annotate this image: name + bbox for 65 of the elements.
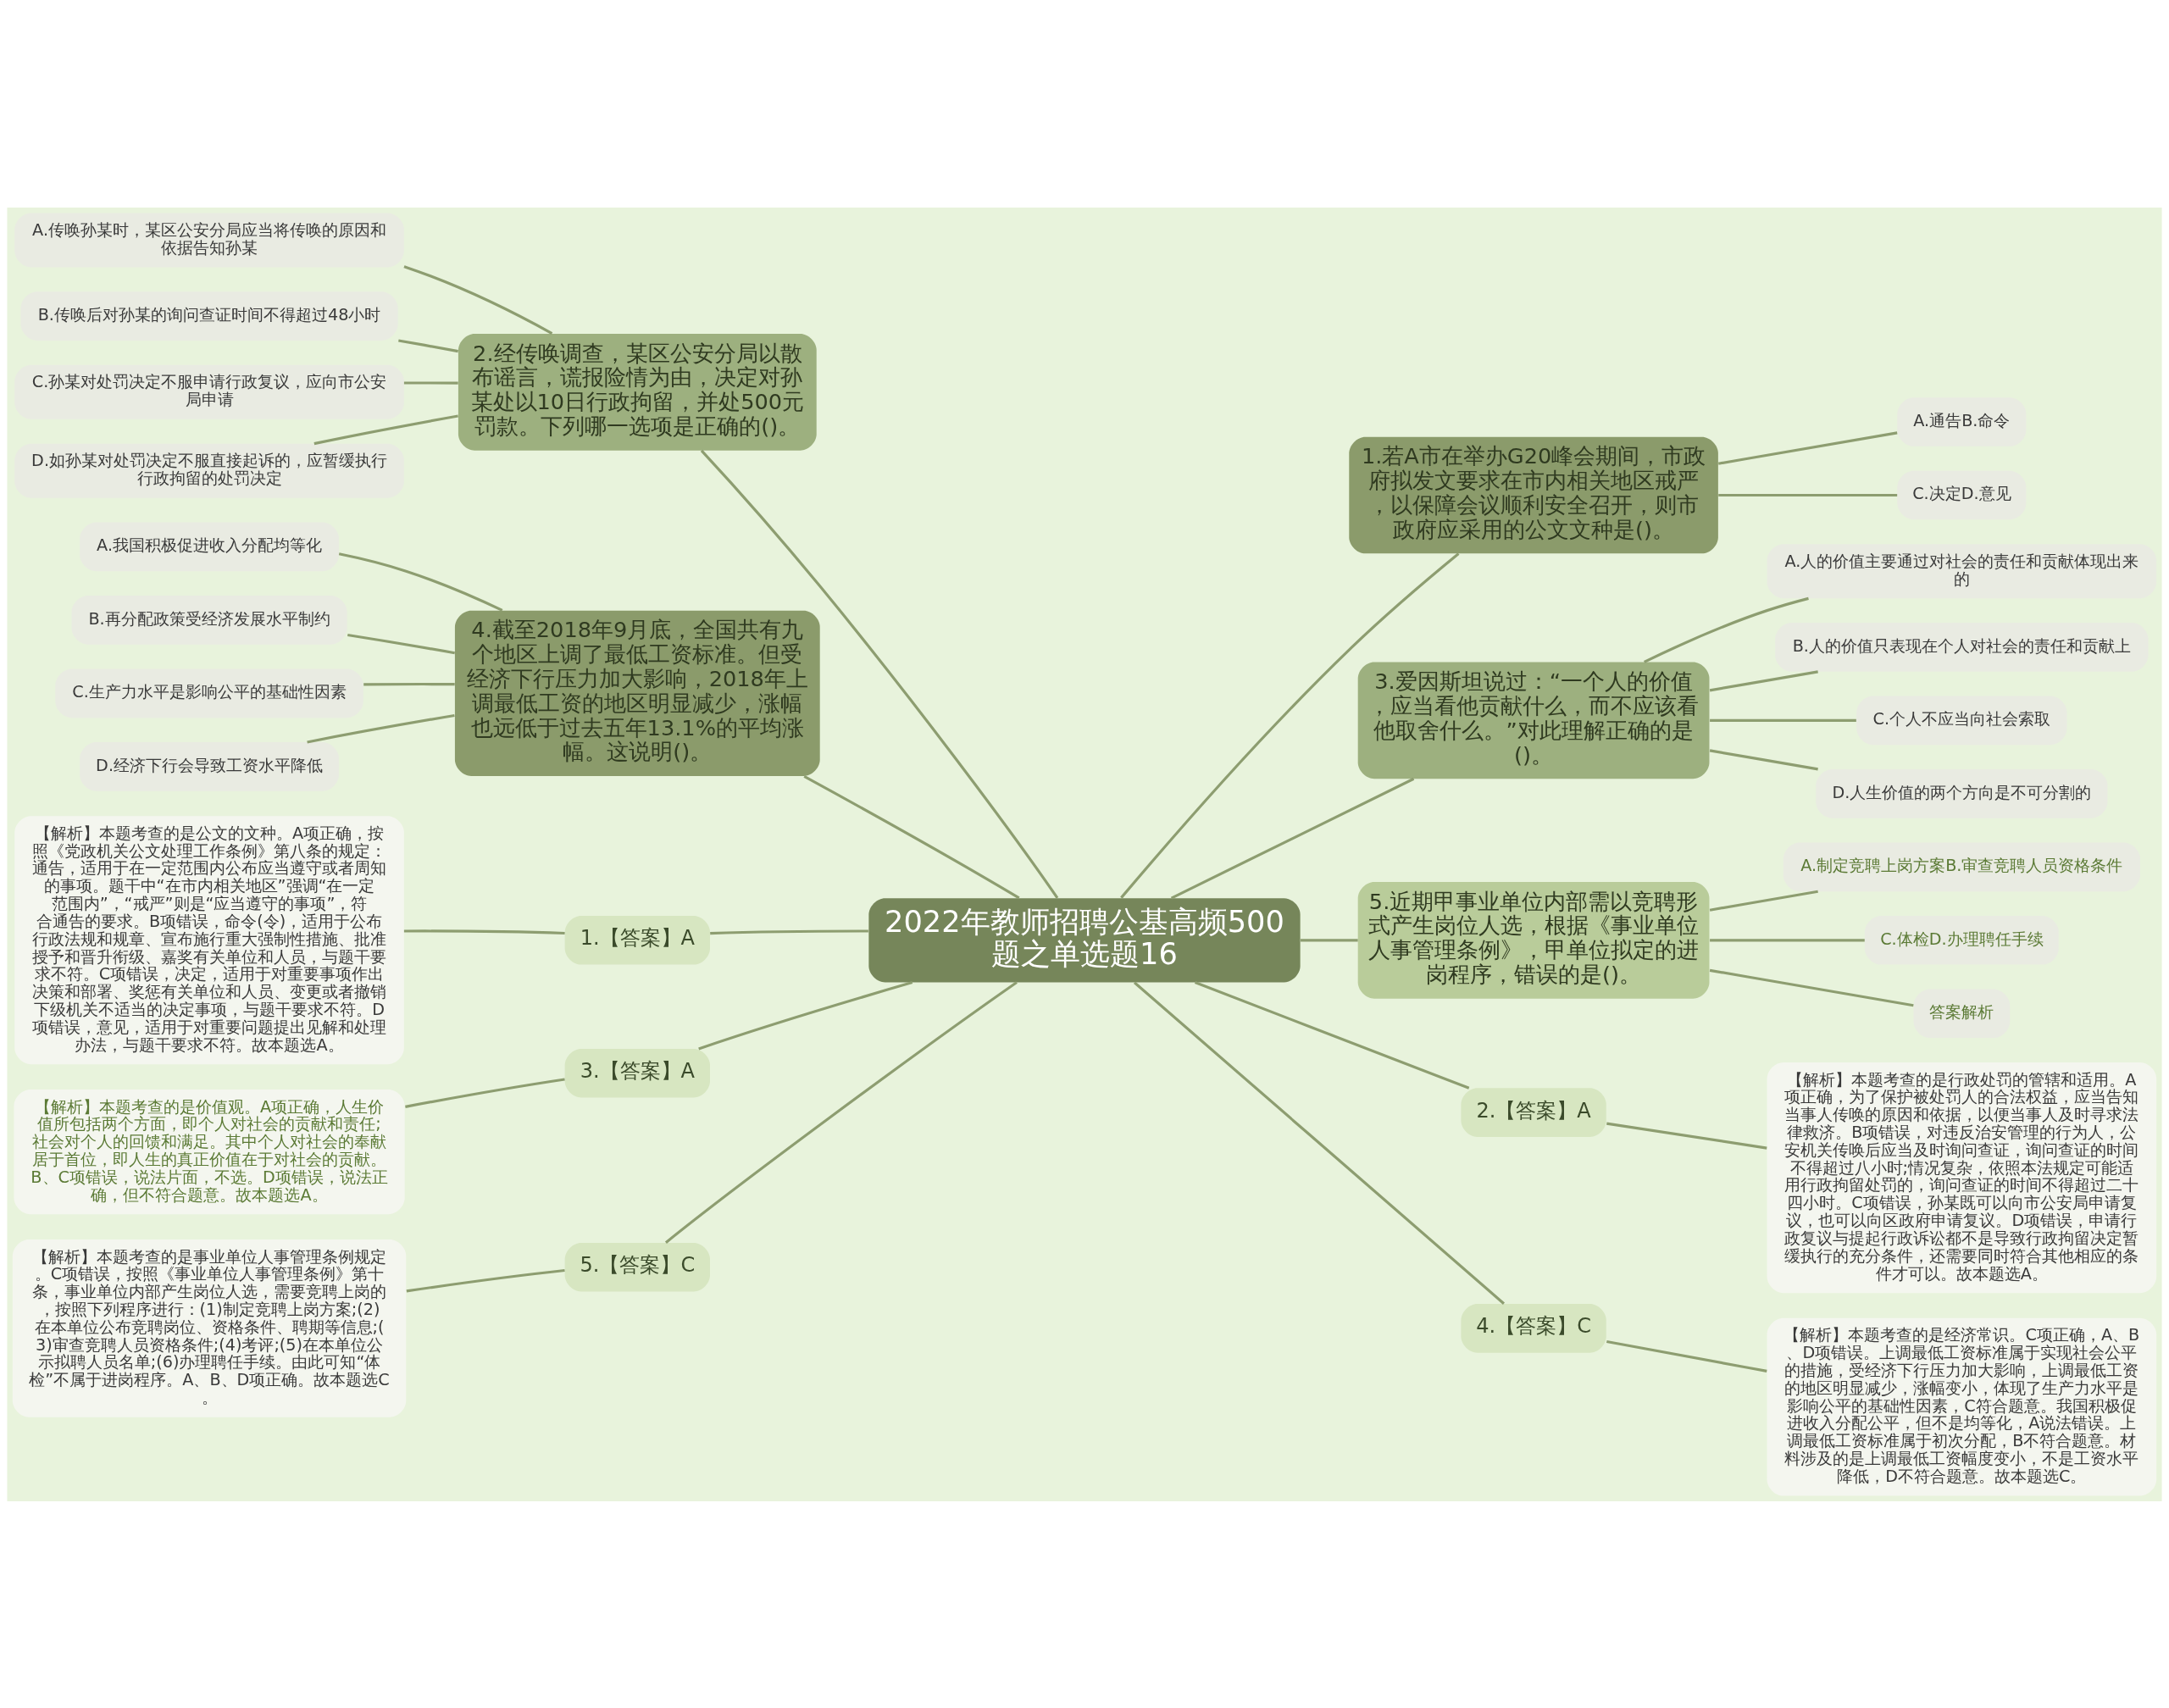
node-box: 【解析】本题考查的是价值观。A项正确，人生价值所包括两个方面，即个人对社会的贡献和责任;社会对个人的回馈和满足。其中个人对社会的奉献居于首位，即人生的真正价值在于对社会的贡献。B、C项错误，说法片面，不选。D项错误，说法正确，但不符合题意。故本题选A。 bbox=[14, 1089, 405, 1214]
connector bbox=[1710, 718, 1856, 722]
node-box: A.通告B.命令 bbox=[1897, 396, 2027, 446]
node-box: C.孙某对处罚决定不服申请行政复议，应向市公安局申请 bbox=[14, 364, 404, 419]
node-box: 【解析】本题考查的是事业单位人事管理条例规定。C项错误，按照《事业单位人事管理条例》第十条，事业单位内部产生岗位人选，需要竞聘上岗的，按照下列程序进行：(1)制定竞聘上岗方案;(2)在本单位公布竞聘岗位、资格条件、聘期等信息;(3)审查竞聘人员资格条件;(4)考评;(5)在本单位公示拟聘人员名单;(6)办理聘任手续。由此可知“体检”不属于进岗程序。A、B、D项正确。故本题选C。 bbox=[12, 1239, 407, 1417]
node-box: 5.【答案】C bbox=[564, 1242, 710, 1292]
node-box: A.制定竞聘上岗方案B.审查竞聘人员资格条件 bbox=[1783, 842, 2140, 891]
connector bbox=[1606, 1122, 1767, 1150]
connector bbox=[1709, 748, 1818, 770]
node-box: A.我国积极促进收入分配均等化 bbox=[80, 522, 339, 571]
node-box: 2.【答案】A bbox=[1461, 1087, 1606, 1137]
node-box: D.人生价值的两个方向是不可分割的 bbox=[1816, 768, 2108, 818]
connector bbox=[406, 1268, 565, 1292]
connector bbox=[405, 1077, 565, 1108]
connector bbox=[307, 713, 455, 744]
connector bbox=[403, 929, 565, 934]
node-box: D.如孙某对处罚决定不服直接起诉的，应暂缓执行行政拘留的处罚决定 bbox=[14, 443, 404, 498]
node-box: C.体检D.办理聘任手续 bbox=[1864, 915, 2059, 965]
connector bbox=[403, 264, 553, 335]
node-box: C.决定D.意见 bbox=[1897, 470, 2027, 519]
node-box: A.传唤孙某时，某区公安分局应当将传唤的原因和依据告知孙某 bbox=[14, 212, 404, 267]
node-box: 3.【答案】A bbox=[564, 1048, 710, 1098]
connector bbox=[403, 380, 458, 385]
connector bbox=[1710, 938, 1865, 941]
node-box: 1.若A市在举办G20峰会期间，市政府拟发文要求在市内相关地区戒严，以保障会议顺利安全召开，则市政府应采用的公文文种是()。 bbox=[1349, 436, 1718, 553]
node-box: B.人的价值只表现在个人对社会的责任和贡献上 bbox=[1775, 622, 2149, 672]
node-box: 4.截至2018年9月底，全国共有九个地区上调了最低工资标准。但受经济下行压力加大影响，2018年上调最低工资的地区明显减少，涨幅也远低于过去五年13.1%的平均涨幅。这说明()。 bbox=[454, 610, 820, 776]
connector bbox=[338, 552, 503, 612]
node-box: 【解析】本题考查的是公文的文种。A项正确，按照《党政机关公文处理工作条例》第八条的规定：通告，适用于在一定范围内公布应当遵守或者周知的事项。题干中“在市内相关地区”强调“在一定范围内”，“戒严”则是“应当遵守的事项”，符合通告的要求。B项错误，命令(令)，适用于公布行政法规和规章、宣布施行重大强制性措施、批准授予和晋升衔级、嘉奖有关单位和人员，与题干要求不符。C项错误，决定，适用于对重要事项作出决策和部署、奖惩有关单位和人员、变更或者撤销下级机关不适当的决定事项，与题干要求不符。D项错误，意见，适用于对重要问题提出见解和处理办法，与题干要求不符。故本题选A。 bbox=[14, 815, 404, 1064]
connector bbox=[1133, 980, 1505, 1305]
connector bbox=[347, 633, 455, 654]
connector bbox=[398, 338, 458, 352]
node-box: C.生产力水平是影响公平的基础性因素 bbox=[55, 668, 363, 718]
connector bbox=[664, 980, 1018, 1244]
connector bbox=[698, 980, 913, 1050]
connector bbox=[1718, 430, 1898, 465]
node-box: 2022年教师招聘公基高频500题之单选题16 bbox=[868, 897, 1301, 982]
node-box: 5.近期甲事业单位内部需以竞聘形式产生岗位人选，根据《事业单位人事管理条例》，甲单位拟定的进岗程序，错误的是()。 bbox=[1357, 881, 1710, 999]
node-box: B.再分配政策受经济发展水平制约 bbox=[71, 595, 347, 645]
connector bbox=[1606, 1339, 1767, 1372]
node-box: B.传唤后对孙某的询问查证时间不得超过48小时 bbox=[20, 291, 398, 341]
node-box: 【解析】本题考查的是行政处罚的管辖和适用。A项正确，为了保护被处罚人的合法权益，应当告知当事人传唤的原因和依据，以便当事人及时寻求法律救济。B项错误，对违反治安管理的行为人，公安机关传唤后应当及时询问查证，询问查证的时间不得超过八小时;情况复杂，依照本法规定可能适用行政拘留处罚的，询问查证的时间不得超过二十四小时。C项错误，孙某既可以向市公安局申请复议，也可以向区政府申请复议。D项错误，申请行政复议与提起行政诉讼都不是导致行政拘留决定暂缓执行的充分条件，还需要同时符合其他相应的条件才可以。故本题选A。 bbox=[1767, 1062, 2157, 1293]
connector bbox=[1718, 493, 1898, 496]
connector bbox=[700, 449, 1059, 899]
connector bbox=[803, 774, 1020, 899]
connector bbox=[710, 929, 868, 934]
node-box: D.经济下行会导致工资水平降低 bbox=[80, 741, 339, 791]
node-box: A.人的价值主要通过对社会的责任和贡献体现出来的 bbox=[1767, 543, 2157, 598]
node-box: 答案解析 bbox=[1913, 988, 2011, 1038]
node-box: 1.【答案】A bbox=[564, 915, 710, 965]
connector bbox=[1709, 968, 1914, 1006]
connector bbox=[1301, 938, 1358, 941]
node-box: 3.爱因斯坦说过：“一个人的价值，应当看他贡献什么，而不应该看他取舍什么。”对此理解正确的是()。 bbox=[1357, 662, 1710, 779]
node-box: 2.经传唤调查，某区公安分局以散布谣言，谎报险情为由，决定对孙某处以10日行政拘留，并处500元罚款。下列哪一选项是正确的()。 bbox=[458, 333, 817, 451]
connector bbox=[363, 682, 455, 685]
connector bbox=[1120, 552, 1460, 899]
connector bbox=[1643, 596, 1809, 663]
node-box: 4.【答案】C bbox=[1461, 1303, 1606, 1353]
connector bbox=[1709, 890, 1818, 912]
connector bbox=[1170, 777, 1415, 899]
connector bbox=[1194, 980, 1470, 1090]
node-box: 【解析】本题考查的是经济常识。C项正确，A、B、D项错误。上调最低工资标准属于实现社会公平的措施，受经济下行压力加大影响，上调最低工资的地区明显减少，涨幅变小，体现了生产力水平是影响公平的基础性因素，C符合题意。我国积极促进收入分配公平，但不是均等化，A说法错误。上调最低工资标准属于初次分配，B不符合题意。材料涉及的是上调最低工资幅度变小，不是工资水平降低，D不符合题意。故本题选C。 bbox=[1767, 1317, 2157, 1496]
node-box: C.个人不应当向社会索取 bbox=[1856, 696, 2067, 745]
connector bbox=[1709, 669, 1818, 691]
connector bbox=[313, 413, 458, 445]
